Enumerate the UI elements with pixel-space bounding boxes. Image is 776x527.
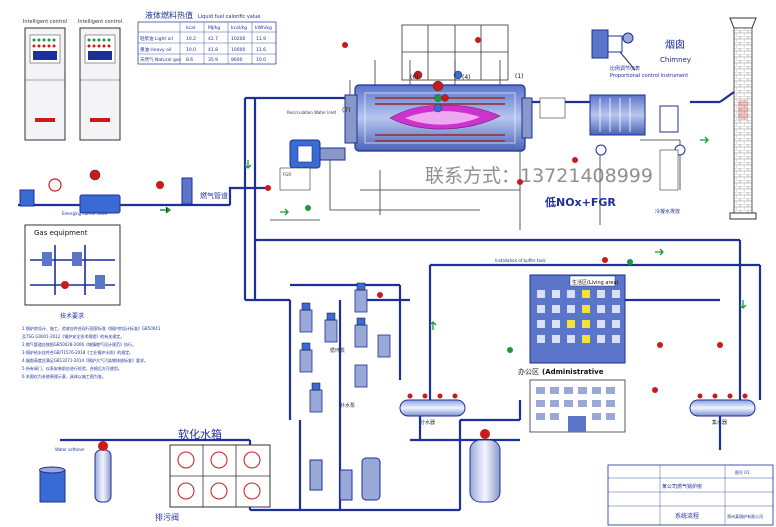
- water-softener: Water softener: [39, 441, 112, 503]
- fuel-row-1-c2: 41.8: [208, 47, 218, 53]
- admin-building: 办公区 (Administrative: [518, 367, 626, 433]
- title-block: 某公司燃气锅炉房 系统流程 郑州某锅炉有限公司 图号 01: [607, 464, 774, 526]
- proportional-control: 比例调节仪表 Proportional control instrument: [591, 29, 688, 79]
- chimney-label-cn: 烟囱: [665, 38, 685, 51]
- fuel-header-3: kcal/kg: [231, 25, 247, 31]
- fuel-row-1-c4: 11.6: [256, 47, 266, 53]
- boiler: (6) (4) (1) (7) Recirculation Water Inle…: [287, 70, 533, 152]
- collector-label: 集水器: [712, 419, 727, 426]
- gas-pipe-label: 燃气管道: [200, 191, 228, 200]
- svg-text:(4): (4): [462, 74, 471, 81]
- svg-text:FGR: FGR: [283, 172, 291, 177]
- technical-notes: 技术要求 1.锅炉房设计、施工、验收应符合现行国家标准《锅炉房设计标准》GB50…: [22, 312, 161, 379]
- fuel-row-0-name: 轻柴油 Light oil: [140, 35, 173, 42]
- svg-text:(6): (6): [410, 74, 419, 81]
- economizer: [539, 94, 686, 191]
- fuel-row-1-c1: 10.0: [186, 47, 196, 53]
- makeup-pump-label: 补水泵: [340, 402, 355, 409]
- living-area-building: 生活区(Living area): [529, 274, 626, 364]
- watermark: 联系方式：13721408999: [425, 165, 653, 187]
- bottom-vessels: [309, 429, 501, 503]
- recirculation-label: Recirculation Water Inlet: [287, 110, 337, 115]
- note-line-2: 2.燃气管道应按照GB50028-2006《城镇燃气设计规范》执行。: [22, 341, 136, 347]
- note-line-4: 4.烟囱高度应满足GB13271-2014《锅炉大气污染物排放标准》要求。: [22, 357, 148, 363]
- control-panel-2-label: Intelligent control: [78, 19, 122, 25]
- drain-label: 排污阀: [155, 512, 179, 522]
- note-line-3: 3.锅炉给水应符合GB/T1576-2018《工业锅炉水质》的规定。: [22, 349, 133, 355]
- fuel-row-1-c3: 10000: [231, 47, 245, 53]
- control-panel-2: Intelligent control: [78, 19, 122, 141]
- water-softener-label: Water softener: [55, 447, 85, 452]
- admin-label-cn: 办公区: [518, 367, 539, 376]
- gas-meter-icon: [48, 178, 62, 192]
- fuel-row-2-c1: 8.6: [186, 57, 193, 63]
- control-panel-1-label: Intelligent control: [23, 19, 67, 25]
- fuel-table-title: 液体燃料热值: [145, 10, 193, 20]
- main-pipework: [18, 96, 762, 512]
- burner: FGR: [279, 139, 346, 191]
- admin-label-en: (Administrative: [542, 368, 604, 376]
- title-block-company: 郑州某锅炉有限公司: [727, 513, 763, 519]
- emergency-valve-label: Emerging cut-off valve: [62, 211, 108, 216]
- fuel-row-2-c2: 35.9: [208, 57, 218, 63]
- boiler-valve-6-icon: [413, 70, 423, 80]
- fuel-header-4: kWh/kg: [255, 25, 272, 31]
- softening-water-tank: 软化水箱 排污阀: [155, 427, 271, 522]
- fuel-row-1-name: 重油 Heavy oil: [140, 46, 171, 53]
- note-line-1: 及TSG G0001-2012《锅炉安全技术规程》的有关规定。: [22, 333, 124, 339]
- condensate-label: 冷凝水排放: [655, 208, 680, 215]
- fuel-row-0-c4: 11.9: [256, 36, 266, 42]
- collector-right: 集水器: [689, 393, 756, 426]
- fuel-row-2-c3: 8600: [231, 57, 243, 63]
- low-nox-label: 低NOx+FGR: [544, 195, 616, 209]
- title-block-number: 图号 01: [735, 469, 750, 475]
- gas-equipment-box: Gas equipment: [24, 224, 121, 306]
- chimney-label-en: Chimney: [660, 56, 691, 64]
- softening-tank-label: 软化水箱: [178, 427, 222, 441]
- boiler-frame: [401, 24, 509, 81]
- fuel-table: 液体燃料热值 Liquid fuel calorific value kcal …: [137, 10, 277, 65]
- fuel-row-0-c2: 42.7: [208, 36, 218, 42]
- note-line-0: 1.锅炉房设计、施工、验收应符合现行国家标准《锅炉房设计标准》GB50041: [22, 325, 161, 331]
- notes-title: 技术要求: [60, 312, 84, 320]
- boiler-valve-4-icon: [453, 70, 463, 80]
- control-panel-1: Intelligent control: [23, 19, 67, 141]
- distributor-label: 分水器: [420, 419, 435, 426]
- pump-station: 循环泵 补水泵: [299, 282, 391, 413]
- fuel-row-0-c3: 10200: [231, 36, 245, 42]
- chimney: 烟囱 Chimney: [660, 17, 757, 220]
- fuel-table-title-en: Liquid fuel calorific value: [198, 14, 261, 20]
- flow-arrows: [244, 136, 747, 330]
- proportional-label-en: Proportional control instrument: [610, 73, 688, 79]
- svg-text:(7): (7): [342, 107, 351, 114]
- title-block-drawing: 系统流程: [675, 512, 699, 520]
- svg-text:(1): (1): [515, 73, 524, 80]
- fuel-header-1: kcal: [186, 25, 195, 31]
- buffer-tank-label: Installation of buffer tank: [495, 258, 546, 263]
- valve-markers: [265, 37, 723, 393]
- gas-inlet-group: 燃气管道 Emerging cut-off valve: [19, 169, 228, 216]
- fuel-row-2-c4: 10.0: [256, 57, 266, 63]
- circulation-pump-label: 循环泵: [330, 347, 345, 354]
- proportional-label-cn: 比例调节仪表: [610, 65, 640, 72]
- gas-equipment-label: Gas equipment: [34, 229, 88, 237]
- note-line-5: 5.所有阀门、仪表安装前应进行检验，合格后方可使用。: [22, 365, 122, 371]
- fuel-row-2-name: 天然气 Natural gas: [140, 56, 182, 63]
- fuel-row-0-c1: 10.2: [186, 36, 196, 42]
- title-block-project: 某公司燃气锅炉房: [662, 483, 702, 490]
- living-area-label: 生活区(Living area): [572, 279, 619, 286]
- distributor-left: 分水器: [399, 393, 466, 426]
- fuel-header-2: MJ/kg: [208, 25, 220, 31]
- note-line-6: 6.本图仅为系统原理示意，具体以施工图为准。: [22, 373, 106, 379]
